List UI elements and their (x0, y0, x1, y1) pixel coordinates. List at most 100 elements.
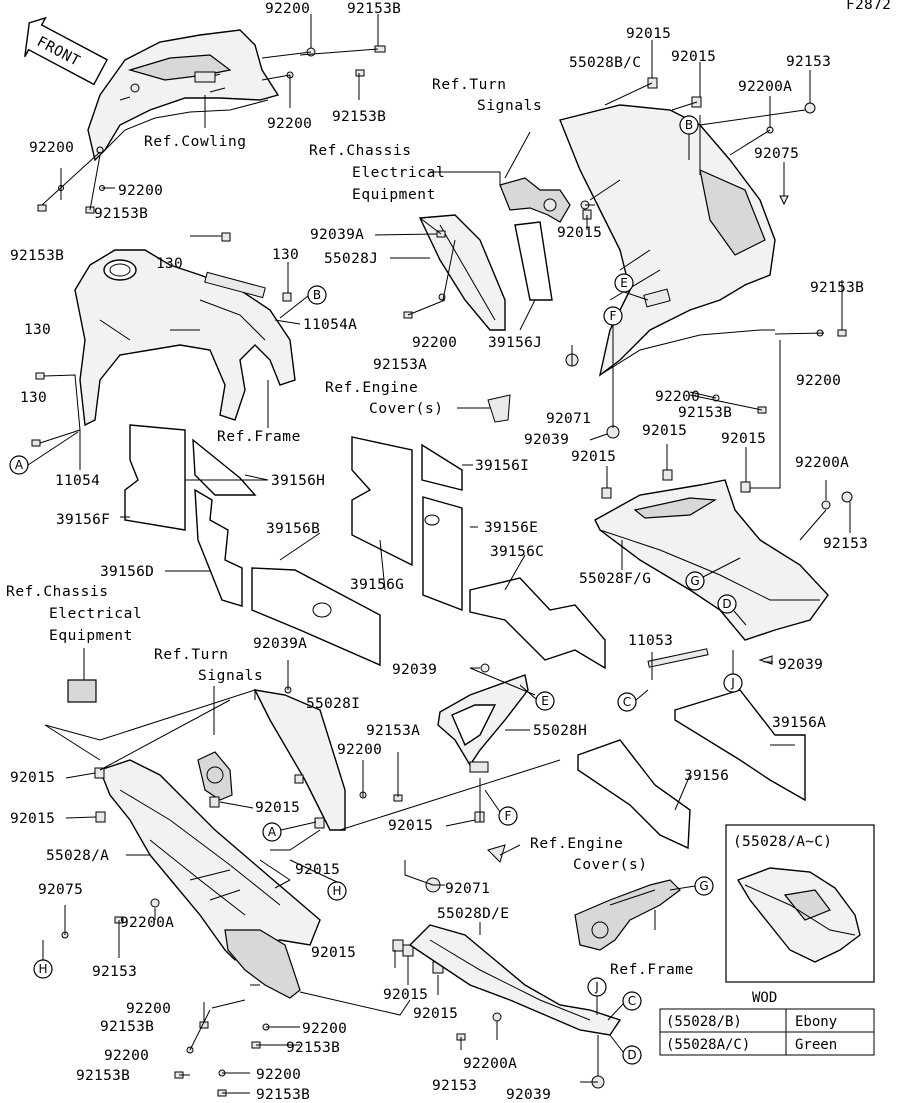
p-92153B-r2: 92153B (678, 405, 732, 421)
svg-text:C: C (628, 994, 636, 1008)
p-39156E: 39156E (484, 520, 538, 536)
p-92200-mid: 92200 (337, 742, 382, 758)
callout-H1: H (327, 881, 347, 901)
p-92153A-2: 92153A (366, 723, 420, 739)
p-92039A-1: 92039A (310, 227, 364, 243)
ref-chassis2-a: Ref.Chassis (6, 584, 109, 600)
svg-text:G: G (690, 574, 699, 588)
callout-C2: C (622, 991, 642, 1011)
p-92200-l1: 92200 (29, 140, 74, 156)
p-92015-l3: 92015 (255, 800, 300, 816)
svg-text:H: H (332, 884, 341, 898)
p-92015-l1: 92015 (10, 770, 55, 786)
pad-39156J (514, 221, 553, 301)
p-92200-b4: 92200 (256, 1067, 301, 1083)
p-92039-1: 92039 (524, 432, 569, 448)
pad-39156C (469, 577, 606, 670)
pad-39156G (351, 436, 413, 567)
p-92153B-b2: 92153B (286, 1040, 340, 1056)
ref-engine1-a: Ref.Engine (325, 380, 418, 396)
callout-A2: A (262, 822, 282, 842)
svg-text:B: B (685, 118, 693, 132)
pad-39156H (192, 438, 257, 496)
p-92153B-b3: 92153B (76, 1068, 130, 1084)
p-92015-t1: 92015 (626, 26, 671, 42)
p-55028DE: 55028D/E (437, 906, 509, 922)
ref-cowling-part (87, 29, 280, 162)
ref-turn1-a: Ref.Turn (432, 77, 507, 93)
svg-text:C: C (623, 695, 631, 709)
svg-text:B: B (313, 288, 321, 302)
wod-table: (55028/B) Ebony (55028A/C) Green (659, 1008, 875, 1056)
p-92153-tr: 92153 (786, 54, 831, 70)
p-92200-b1: 92200 (126, 1001, 171, 1017)
pad-39156A (674, 689, 806, 802)
wod-row1-part: (55028/B) (666, 1014, 742, 1030)
ref-engine1-b: Cover(s) (369, 401, 444, 417)
fastener-group-ml (44, 648, 773, 995)
p-92200A-l: 92200A (120, 915, 174, 931)
p-55028FG: 55028F/G (579, 571, 651, 587)
p-92153B-tl: 92153B (347, 1, 401, 17)
p-39156C: 39156C (490, 544, 544, 560)
insulator-pads (124, 424, 806, 850)
pad-39156I (421, 443, 463, 491)
inset-cowl-illustration (736, 867, 861, 963)
p-130-c: 130 (24, 322, 51, 338)
p-92153B-l2: 92153B (94, 206, 148, 222)
p-92075-tr: 92075 (754, 146, 799, 162)
svg-text:E: E (620, 276, 628, 290)
fastener-group-frame (31, 232, 301, 470)
p-92153B-l3: 92153B (10, 248, 64, 264)
under-cowl-55028DE (408, 924, 622, 1036)
p-130-a: 130 (156, 256, 183, 272)
p-92039-b: 92039 (506, 1087, 551, 1103)
p-92015-b3: 92015 (413, 1006, 458, 1022)
svg-text:A: A (15, 458, 24, 472)
panel-55028FG (594, 479, 829, 641)
p-92039-3: 92039 (778, 657, 823, 673)
panel-55028I (253, 689, 346, 831)
callout-D1: D (717, 594, 737, 614)
svg-text:F: F (505, 809, 512, 823)
svg-text:H: H (38, 962, 47, 976)
p-92200-r2: 92200 (655, 389, 700, 405)
p-39156J: 39156J (488, 335, 542, 351)
p-92075-l: 92075 (38, 882, 83, 898)
main-cowl-55028A (99, 759, 321, 999)
p-92200A-b: 92200A (463, 1056, 517, 1072)
svg-text:G: G (699, 879, 708, 893)
p-92015-m: 92015 (557, 225, 602, 241)
ref-frame-part (74, 249, 296, 427)
chassis-component (67, 679, 97, 703)
p-92015-l2: 92015 (10, 811, 55, 827)
fastener-group-mr (601, 340, 853, 541)
fastener-group-tl (37, 14, 386, 214)
ref-frame-bracket (574, 879, 681, 951)
pad-39156E (422, 496, 463, 612)
panel-55028J (418, 214, 506, 331)
p-130-d: 130 (20, 390, 47, 406)
side-cowl-55028BC (559, 104, 776, 377)
p-92015-t2: 92015 (671, 49, 716, 65)
fastener-group-tr (403, 40, 847, 439)
turn-signal-bracket (499, 177, 590, 223)
p-92200-r: 92200 (796, 373, 841, 389)
p-11053: 11053 (628, 633, 673, 649)
p-130-b: 130 (272, 247, 299, 263)
p-55028J: 55028J (324, 251, 378, 267)
p-92015-b2: 92015 (383, 987, 428, 1003)
p-92153B-cowl: 92153B (332, 109, 386, 125)
callout-J1: J (723, 673, 743, 693)
p-92015-mid2: 92015 (295, 862, 340, 878)
ref-chassis1-b: Electrical (352, 165, 445, 181)
pad-39156D (194, 488, 243, 607)
svg-text:A: A (268, 825, 277, 839)
panel-55028H (437, 674, 529, 773)
ref-turn1-b: Signals (477, 98, 542, 114)
ref-chassis1-c: Equipment (352, 187, 436, 203)
p-92200-l2: 92200 (118, 183, 163, 199)
p-55028A: 55028/A (46, 848, 109, 864)
